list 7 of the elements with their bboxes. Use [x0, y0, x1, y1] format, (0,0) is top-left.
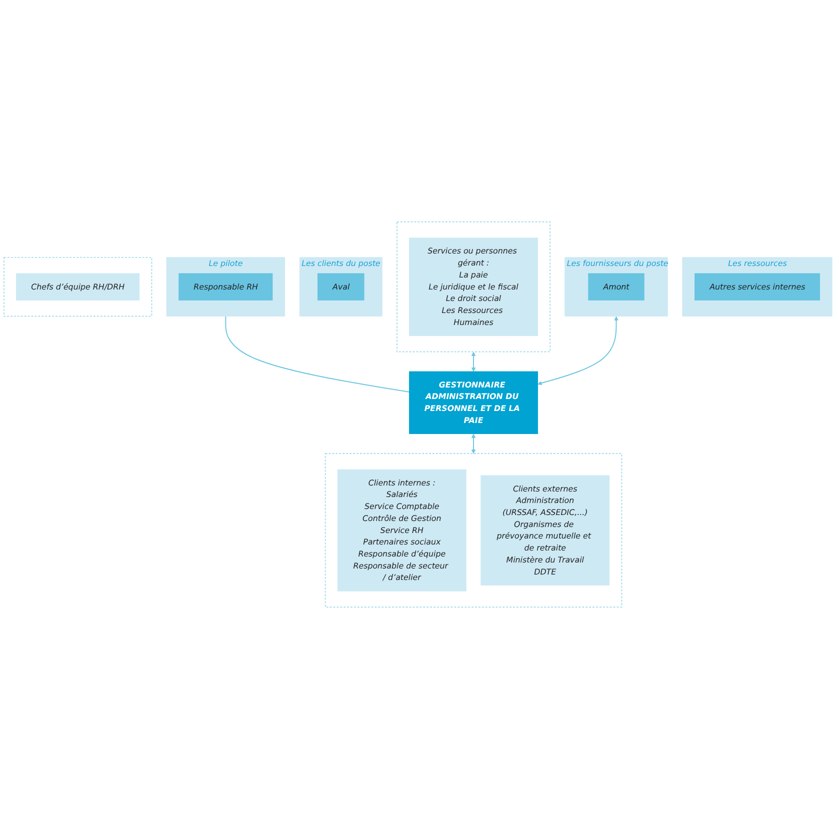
arrow [471, 352, 476, 372]
arrow [538, 316, 618, 386]
cluster [324, 453, 622, 608]
connector [225, 316, 410, 393]
cluster [396, 221, 551, 352]
arrow [471, 434, 476, 454]
cluster [3, 256, 152, 317]
